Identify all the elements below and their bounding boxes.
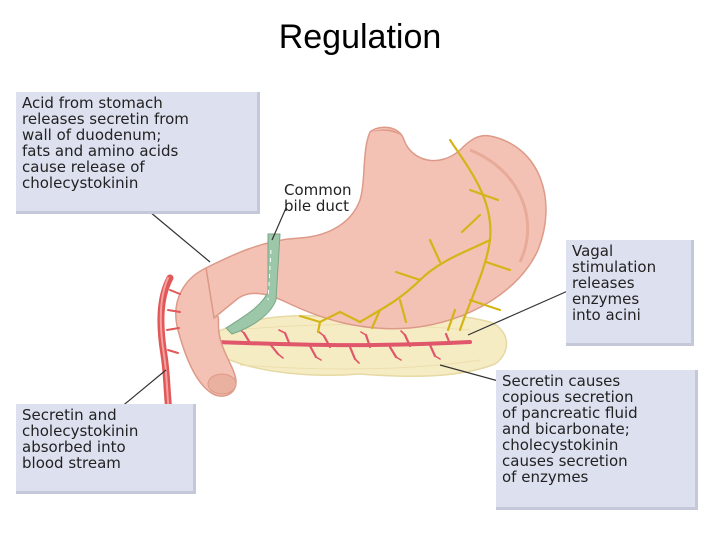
vagal-nerve (298, 138, 512, 334)
stomach (205, 126, 547, 330)
callout-secretin-causes: Secretin causes copious secretion of pan… (496, 370, 698, 510)
slide-title: Regulation (278, 18, 442, 56)
pancreatic-duct (213, 328, 472, 364)
duodenum (175, 266, 237, 397)
label-common-bile-duct: Common bile duct (284, 181, 352, 215)
common-bile-duct (225, 233, 281, 335)
callout-vagal-stimulation: Vagal stimulation releases enzymes into … (566, 240, 694, 346)
callout-acid-secretin: Acid from stomach releases secretin from… (16, 92, 260, 214)
callout-absorbed-blood-stream: Secretin and cholecystokinin absorbed in… (16, 404, 196, 494)
callout-pointers (119, 207, 571, 409)
